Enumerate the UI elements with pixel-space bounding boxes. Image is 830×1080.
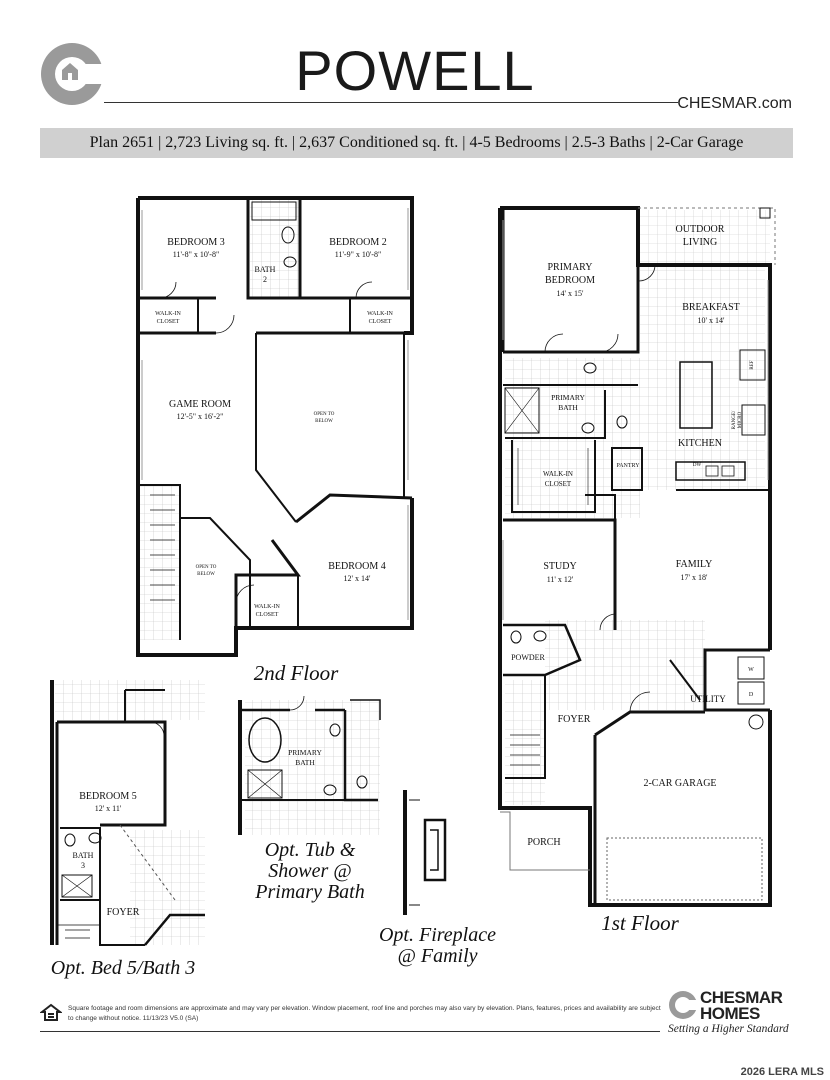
room-bath2-num: 2	[263, 275, 267, 284]
room-bedroom3: BEDROOM 3	[167, 237, 225, 248]
room-utility: UTILITY	[690, 694, 726, 704]
opt-tub-line3: Primary Bath	[255, 881, 365, 903]
option-bed5-plan	[50, 680, 205, 946]
room-breakfast: BREAKFAST	[682, 302, 740, 313]
room-bath2: BATH	[255, 265, 276, 274]
room-family: FAMILY	[676, 559, 713, 570]
room-bath3: BATH	[73, 851, 94, 860]
room-open-below1-b: BELOW	[315, 419, 333, 424]
room-walkin2-a: WALK-IN	[367, 311, 393, 317]
room-dw: DW	[693, 463, 702, 468]
brand-name: CHESMAR HOMES	[700, 988, 783, 1024]
room-porch: PORCH	[527, 837, 560, 848]
room-bedroom5-dim: 12' x 11'	[95, 804, 122, 813]
spec-bar: Plan 2651 | 2,723 Living sq. ft. | 2,637…	[40, 128, 793, 158]
room-walkin-2: CLOSET	[545, 480, 572, 488]
room-bedroom3-dim: 11'-8" x 10'-8"	[173, 250, 219, 259]
room-walkin3-a: WALK-IN	[254, 604, 280, 610]
room-opt-foyer: FOYER	[107, 907, 140, 918]
room-bedroom4-dim: 12' x 14'	[344, 574, 371, 583]
room-gameroom: GAME ROOM	[169, 399, 231, 410]
first-floor-label: 1st Floor	[601, 911, 679, 935]
room-walkin1-a: WALK-IN	[155, 311, 181, 317]
opt-tub-line2: Shower @	[268, 860, 352, 882]
room-garage: 2-CAR GARAGE	[643, 778, 716, 789]
spec-text: Plan 2651 | 2,723 Living sq. ft. | 2,637…	[89, 134, 744, 151]
room-opt-primary-bath-2: BATH	[295, 758, 315, 767]
room-dryer: D	[749, 692, 754, 698]
opt-tub-line1: Opt. Tub &	[264, 839, 356, 861]
opt-fireplace-label: Opt. Fireplace @ Family	[360, 925, 515, 967]
plan-title: POWELL	[295, 39, 535, 102]
opt-bed5-label: Opt. Bed 5/Bath 3	[50, 957, 196, 979]
opt-fireplace-line1: Opt. Fireplace	[378, 924, 496, 946]
opt-fireplace-line2: @ Family	[397, 945, 478, 967]
room-walkin3-b: CLOSET	[256, 612, 279, 618]
room-open-below2-b: BELOW	[197, 572, 215, 577]
brand-line2: HOMES	[700, 1004, 760, 1024]
room-powder: POWDER	[511, 653, 545, 662]
room-outdoor-1: OUTDOOR	[676, 224, 725, 235]
room-range: RANGE/	[732, 410, 737, 429]
room-walkin-1: WALK-IN	[543, 470, 573, 478]
title-rule	[104, 102, 678, 103]
second-floor-plan	[136, 196, 414, 657]
room-open-below2-a: OPEN TO	[196, 565, 217, 570]
room-open-below1-a: OPEN TO	[314, 412, 335, 417]
room-gameroom-dim: 12'-5" x 16'-2"	[177, 412, 224, 421]
room-bath3-num: 3	[81, 861, 85, 870]
mls-watermark: 2026 LERA MLS	[740, 1066, 824, 1078]
brand-tagline: Setting a Higher Standard	[668, 1023, 789, 1035]
room-washer: W	[748, 667, 754, 673]
room-primary-bed-dim: 14' x 15'	[557, 289, 584, 298]
brand-line1: CHESMAR	[700, 988, 783, 1007]
room-walkin1-b: CLOSET	[157, 319, 180, 325]
room-kitchen: KITCHEN	[678, 438, 722, 449]
room-opt-primary-bath-1: PRIMARY	[288, 748, 322, 757]
option-fireplace-plan	[403, 790, 447, 915]
room-primary-bed-2: BEDROOM	[545, 275, 595, 286]
room-bedroom2-dim: 11'-9" x 10'-8"	[335, 250, 381, 259]
room-breakfast-dim: 10' x 14'	[698, 316, 725, 325]
room-bedroom2: BEDROOM 2	[329, 237, 387, 248]
footer-rule	[40, 1031, 660, 1032]
room-foyer: FOYER	[558, 714, 591, 725]
room-study: STUDY	[543, 561, 576, 572]
room-family-dim: 17' x 18'	[681, 573, 708, 582]
room-bedroom4: BEDROOM 4	[328, 561, 386, 572]
room-bedroom5: BEDROOM 5	[79, 791, 137, 802]
room-primary-bath-2: BATH	[558, 403, 578, 412]
equal-housing-icon	[39, 1003, 63, 1023]
chesmar-footer-logo	[668, 990, 698, 1020]
option-tub-plan	[238, 695, 381, 835]
disclaimer-text: Square footage and room dimensions are a…	[68, 1005, 661, 1022]
room-micro: MICRO	[738, 411, 743, 428]
room-ref: REF	[750, 360, 755, 369]
room-pantry: PANTRY	[616, 463, 640, 469]
room-study-dim: 11' x 12'	[547, 575, 574, 584]
room-primary-bath-1: PRIMARY	[551, 393, 585, 402]
brand-logo	[40, 42, 104, 106]
second-floor-label: 2nd Floor	[253, 661, 339, 685]
room-outdoor-2: LIVING	[683, 237, 717, 248]
first-floor-plan	[498, 206, 776, 907]
room-primary-bed-1: PRIMARY	[547, 262, 592, 273]
opt-tub-label: Opt. Tub & Shower @ Primary Bath	[230, 840, 390, 903]
room-walkin2-b: CLOSET	[369, 319, 392, 325]
website-link[interactable]: CHESMAR.com	[677, 95, 792, 112]
